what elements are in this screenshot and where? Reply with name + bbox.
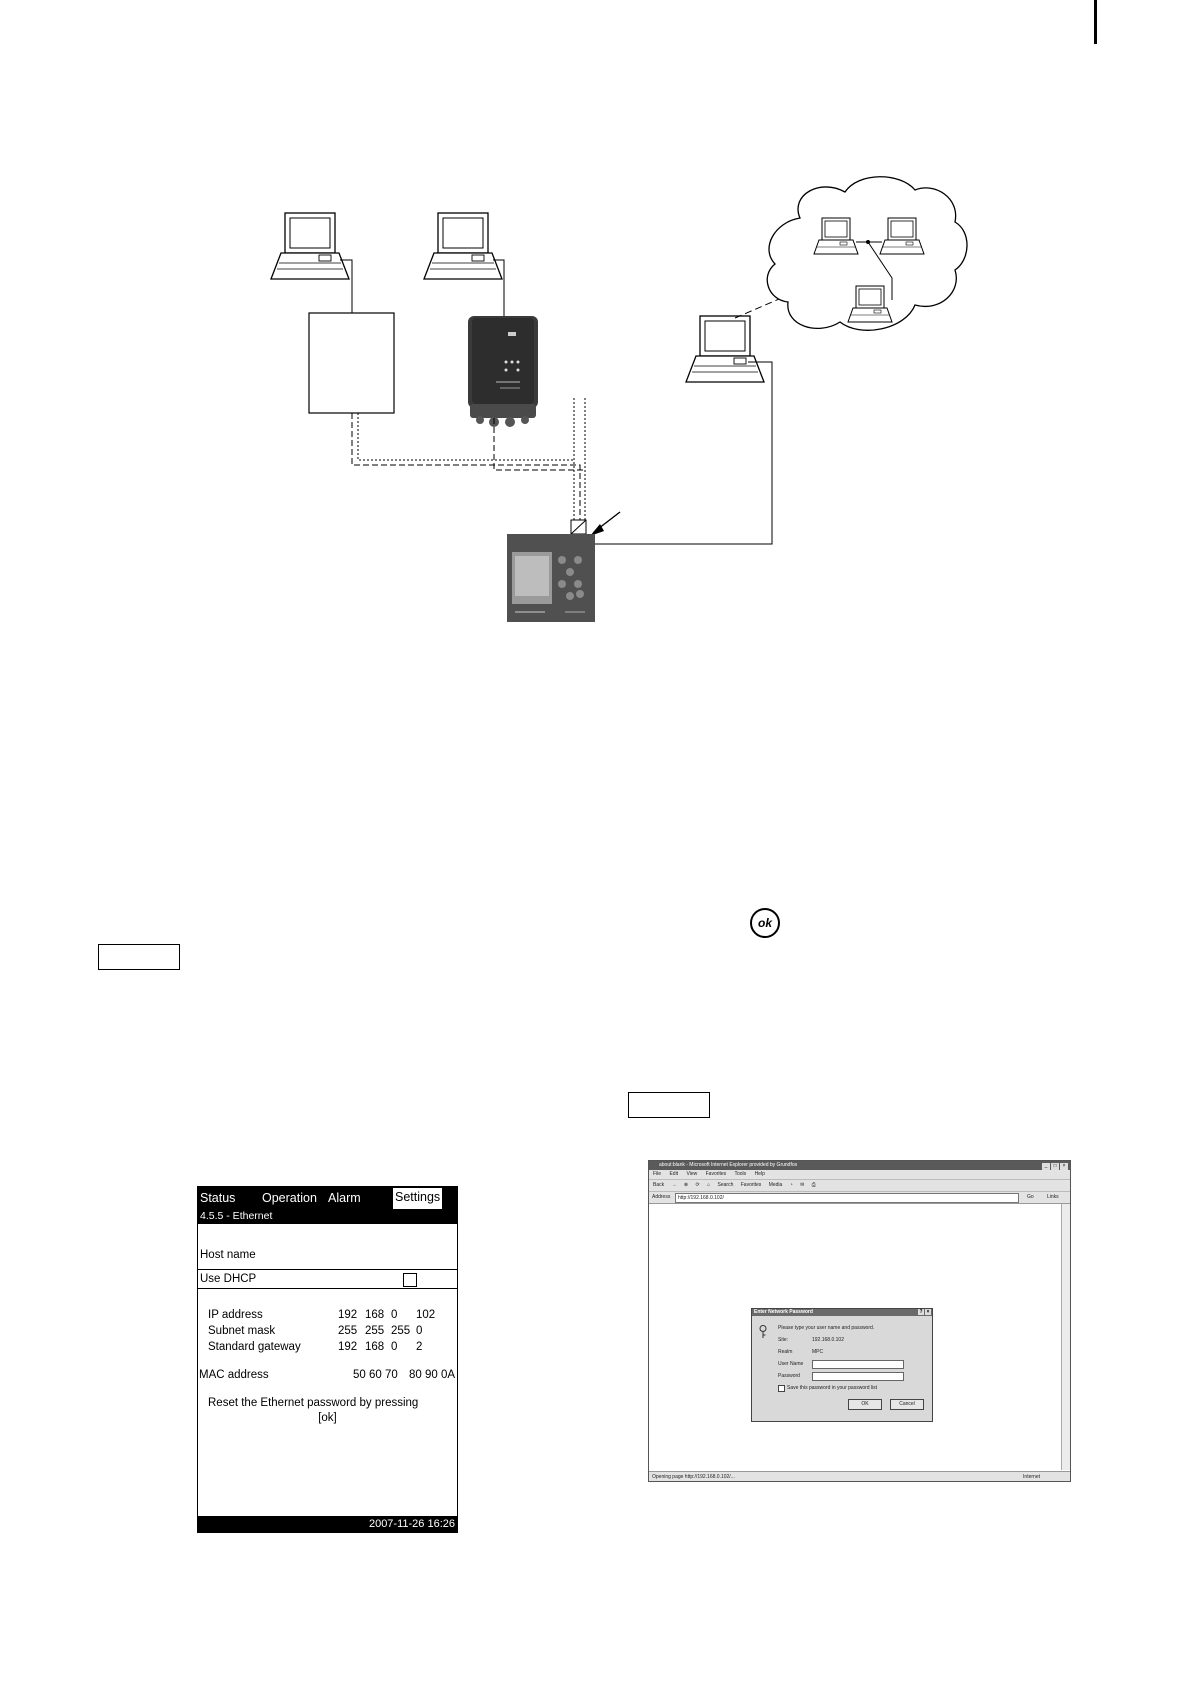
browser-toolbar: Back → ⊗ ⟳ ⌂ Search Favorites Media ◔ ✉ … [649, 1180, 1070, 1192]
security-zone: Internet [1023, 1474, 1040, 1480]
address-bar: Address http://192.168.0.102/ Go Links [649, 1192, 1070, 1204]
go-button[interactable]: Go [1027, 1194, 1034, 1200]
gateway-octet[interactable]: 192 [338, 1341, 358, 1353]
ip-octet[interactable]: 168 [365, 1309, 385, 1321]
host-name-label[interactable]: Host name [200, 1249, 256, 1261]
address-label: Address [652, 1194, 671, 1200]
reset-password-text: Reset the Ethernet password by pressing [208, 1397, 419, 1409]
menu-help[interactable]: Help [754, 1171, 765, 1177]
favorites-button[interactable]: Favorites [740, 1182, 762, 1188]
site-label: Site: [778, 1337, 789, 1343]
site-value: 192.168.0.102 [812, 1337, 844, 1343]
user-name-input[interactable] [812, 1360, 904, 1369]
realm-label: Realm [778, 1349, 793, 1355]
controller-display: Status Operation Alarm Settings 4.5.5 - … [197, 1186, 458, 1533]
ip-address-label: IP address [208, 1309, 263, 1321]
menu-edit[interactable]: Edit [669, 1171, 679, 1177]
subnet-octet[interactable]: 255 [338, 1325, 358, 1337]
save-password-label: Save this password in your password list [787, 1385, 878, 1391]
browser-statusbar: Opening page http://192.168.0.102/... In… [649, 1471, 1070, 1481]
dialog-close-button[interactable]: × [925, 1309, 931, 1315]
subnet-octet[interactable]: 255 [365, 1325, 385, 1337]
ip-octet[interactable]: 192 [338, 1309, 358, 1321]
laptop-icon [270, 212, 350, 280]
laptop-icon [423, 212, 503, 280]
forward-button[interactable]: → [671, 1182, 677, 1188]
links-button[interactable]: Links [1047, 1194, 1059, 1200]
menu-favorites[interactable]: Favorites [705, 1171, 727, 1177]
use-dhcp-checkbox[interactable] [403, 1273, 417, 1287]
gateway-octet[interactable]: 2 [416, 1341, 423, 1353]
menu-file[interactable]: File [653, 1171, 662, 1177]
divider [198, 1269, 457, 1270]
datetime: 2007-11-26 16:26 [198, 1516, 457, 1532]
gateway-octet[interactable]: 0 [391, 1341, 398, 1353]
print-button[interactable]: ⎙ [811, 1182, 816, 1188]
dialog-prompt: Please type your user name and password. [778, 1325, 875, 1331]
mail-button[interactable]: ✉ [800, 1182, 805, 1188]
password-input[interactable] [812, 1372, 904, 1381]
menu-tabs: Status Operation Alarm Settings [198, 1187, 457, 1209]
stop-button[interactable]: ⊗ [683, 1182, 689, 1188]
realm-value: MPC [812, 1349, 824, 1355]
status-text: Opening page http://192.168.0.102/... [652, 1474, 735, 1480]
tab-settings[interactable]: Settings [393, 1188, 443, 1209]
gateway-unit-icon [468, 316, 538, 427]
browser-window: about:blank - Microsoft Internet Explore… [648, 1160, 1071, 1482]
refresh-button[interactable]: ⟳ [695, 1182, 700, 1188]
controller-icon [507, 534, 595, 622]
history-button[interactable]: ◔ [789, 1182, 793, 1188]
mac-address-value: 80 90 0A [409, 1369, 456, 1381]
search-button[interactable]: Search [717, 1182, 734, 1188]
figure-label-box [628, 1092, 710, 1118]
cancel-button[interactable]: Cancel [890, 1399, 924, 1410]
browser-title: about:blank - Microsoft Internet Explore… [659, 1162, 798, 1168]
close-button[interactable]: × [1060, 1163, 1068, 1170]
maximize-button[interactable]: □ [1051, 1163, 1059, 1170]
laptop-icon [685, 315, 765, 383]
save-password-checkbox[interactable] [778, 1385, 785, 1392]
subnet-octet[interactable]: 255 [391, 1325, 411, 1337]
browser-titlebar: about:blank - Microsoft Internet Explore… [649, 1161, 1070, 1170]
standard-gateway-label: Standard gateway [208, 1341, 301, 1353]
divider [198, 1288, 457, 1289]
ip-octet[interactable]: 0 [391, 1309, 398, 1321]
reset-ok-hint: [ok] [318, 1412, 337, 1424]
figure-label-box [98, 944, 180, 970]
mac-address-label: MAC address [199, 1369, 269, 1381]
minimize-button[interactable]: _ [1042, 1163, 1050, 1170]
subnet-octet[interactable]: 0 [416, 1325, 423, 1337]
password-label: Password [778, 1373, 800, 1379]
menu-tools[interactable]: Tools [734, 1171, 747, 1177]
dialog-title: Enter Network Password [754, 1309, 813, 1315]
home-button[interactable]: ⌂ [707, 1182, 711, 1188]
tab-status[interactable]: Status [200, 1191, 236, 1205]
ip-octet[interactable]: 102 [416, 1309, 436, 1321]
gateway-octet[interactable]: 168 [365, 1341, 385, 1353]
menu-path: 4.5.5 - Ethernet [198, 1209, 457, 1224]
vertical-scrollbar[interactable] [1061, 1204, 1070, 1470]
help-button[interactable]: ? [918, 1309, 924, 1315]
use-dhcp-label: Use DHCP [200, 1273, 257, 1285]
ok-button-icon: ok [750, 908, 780, 938]
dialog-titlebar: Enter Network Password ?× [752, 1309, 932, 1316]
browser-menubar: File Edit View Favorites Tools Help [649, 1170, 1070, 1180]
cloud-icon [766, 176, 968, 331]
browser-viewport: Enter Network Password ?× Please type yo… [649, 1204, 1061, 1470]
tab-alarm[interactable]: Alarm [328, 1191, 361, 1205]
media-button[interactable]: Media [768, 1182, 783, 1188]
page-edge-mark [1094, 0, 1097, 44]
device-icon [308, 312, 395, 414]
key-icon [759, 1325, 767, 1338]
subnet-mask-label: Subnet mask [208, 1325, 276, 1337]
ok-button[interactable]: OK [848, 1399, 882, 1410]
network-diagram [270, 176, 968, 622]
address-input[interactable]: http://192.168.0.102/ [675, 1193, 1019, 1203]
back-button[interactable]: Back [653, 1182, 665, 1188]
user-name-label: User Name [778, 1361, 804, 1367]
tab-operation[interactable]: Operation [262, 1191, 317, 1205]
menu-view[interactable]: View [686, 1171, 698, 1177]
network-password-dialog: Enter Network Password ?× Please type yo… [751, 1308, 933, 1422]
mac-address-value: 50 60 70 [353, 1369, 398, 1381]
